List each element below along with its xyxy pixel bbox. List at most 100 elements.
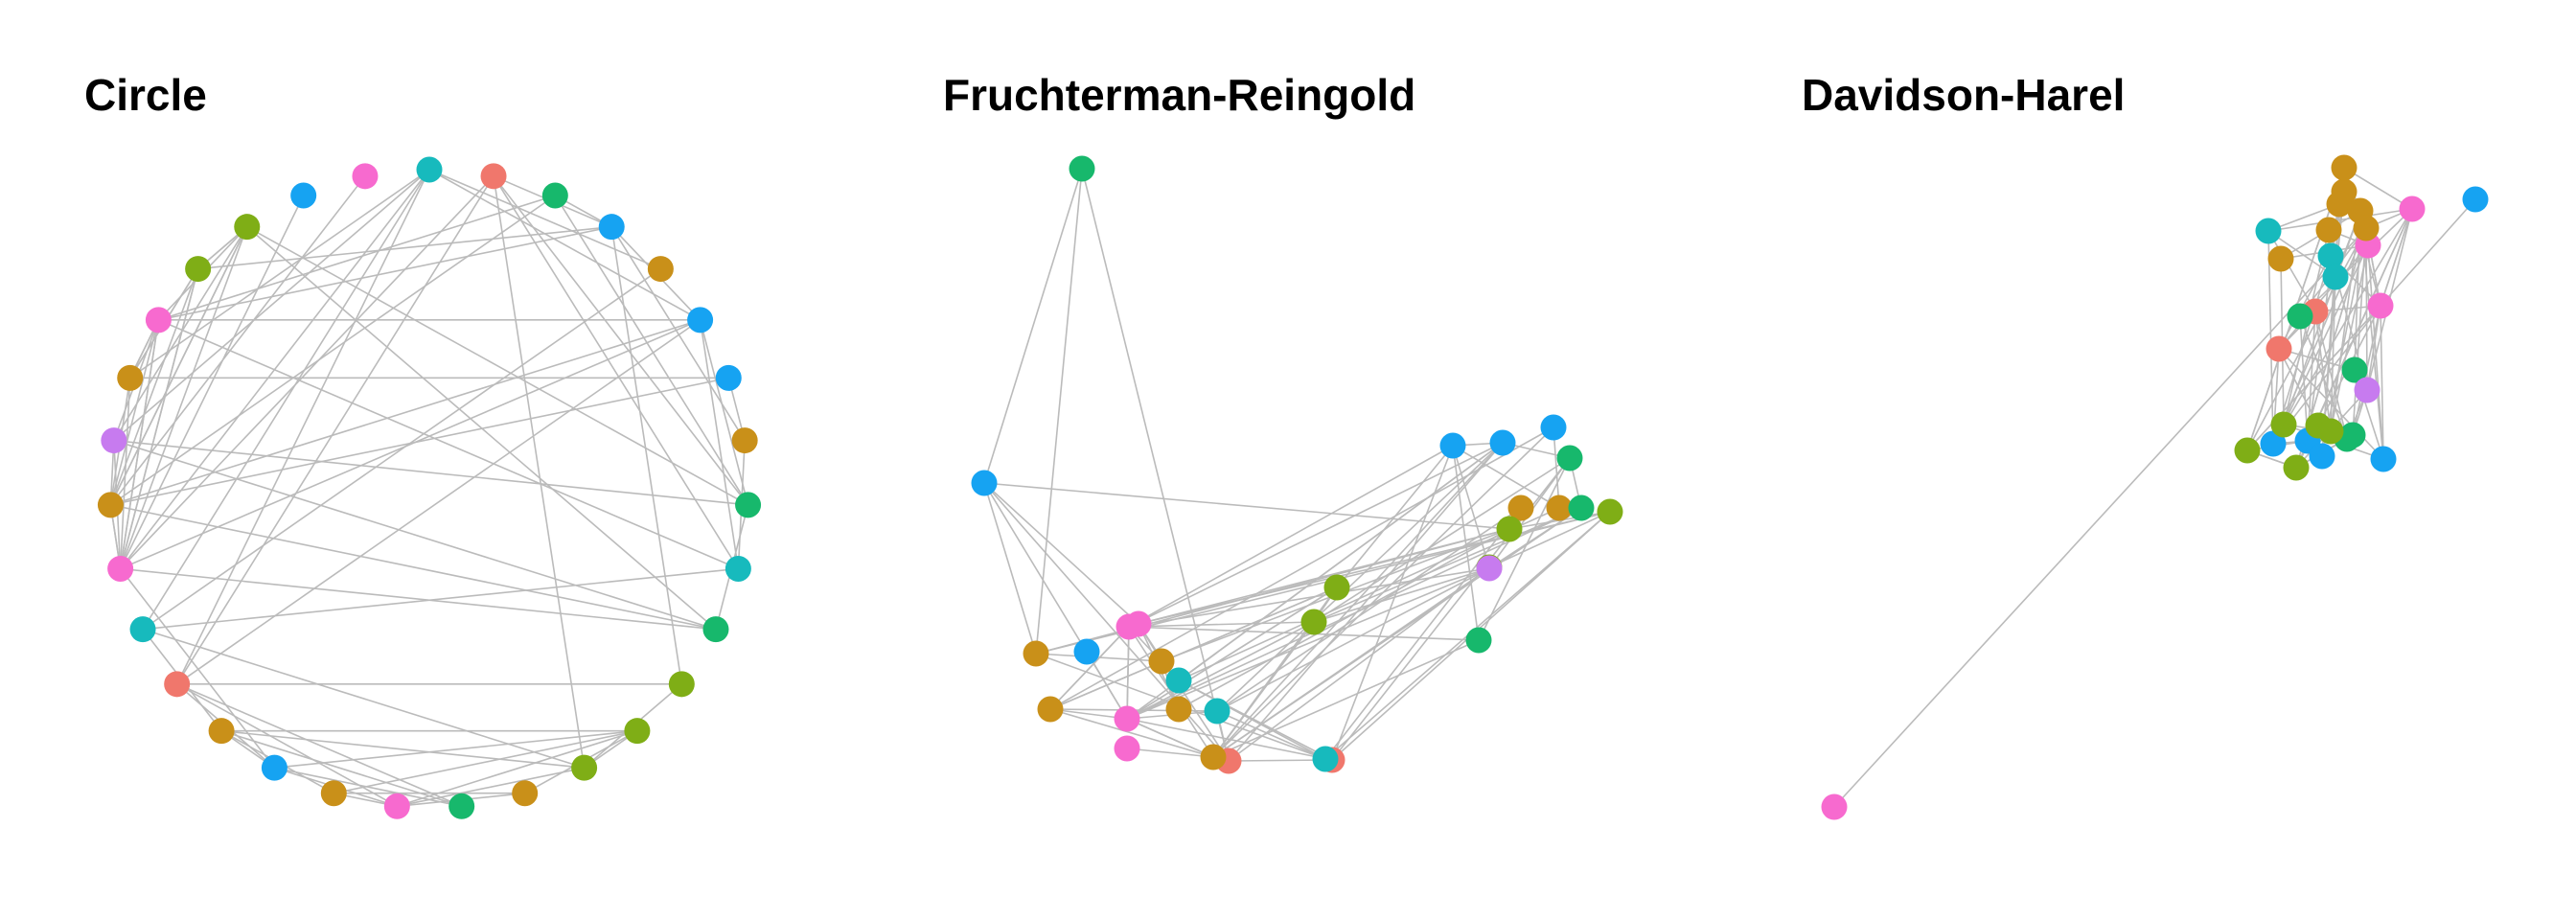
edge [113, 439, 717, 631]
node [1037, 696, 1064, 723]
node [1165, 696, 1192, 723]
node [1204, 698, 1230, 724]
edge [175, 175, 494, 685]
edge [109, 195, 556, 506]
panel-title-fruchterman-reingold: Fruchterman-Reingold [943, 70, 1416, 120]
panel-title-davidson-harel: Davidson-Harel [1802, 70, 2126, 120]
edge [2343, 167, 2413, 210]
node [234, 214, 261, 241]
node [1476, 555, 1503, 582]
node [1073, 638, 1100, 665]
panel-circle: Circle [0, 0, 859, 920]
node [164, 671, 191, 698]
edge [1126, 718, 1214, 758]
node [2260, 430, 2287, 457]
node [1465, 627, 1492, 654]
edge [1126, 586, 1338, 720]
edge [1049, 586, 1338, 710]
edge [158, 225, 612, 321]
node [2326, 191, 2353, 218]
edge [142, 567, 739, 631]
node [2367, 292, 2394, 319]
panel-fruchterman-reingold: Fruchterman-Reingold [859, 0, 1717, 920]
node [1496, 516, 1523, 542]
edge [334, 729, 638, 794]
node [1300, 609, 1327, 635]
edge [2278, 244, 2369, 350]
edge [142, 267, 661, 631]
edge [1313, 457, 1571, 623]
node [2331, 154, 2358, 181]
node [715, 364, 742, 391]
graph-davidson-harel [1821, 154, 2489, 820]
edge [1216, 507, 1522, 712]
edge [1324, 507, 1522, 760]
node [1148, 648, 1175, 675]
edge [2380, 208, 2413, 307]
node [2354, 377, 2380, 403]
edge [493, 175, 586, 769]
edge [109, 319, 160, 506]
edge [1313, 507, 1582, 623]
edge [1126, 442, 1504, 720]
edge [1049, 708, 1214, 758]
node [731, 427, 758, 454]
edge [1216, 442, 1504, 712]
graph-fruchterman-reingold [971, 155, 1623, 774]
edge [220, 729, 462, 808]
edge [1128, 442, 1504, 628]
edge [197, 225, 612, 270]
edge [129, 169, 430, 380]
edge [1128, 567, 1490, 628]
node [2234, 437, 2261, 464]
edge [2380, 198, 2476, 307]
edge [1086, 651, 1128, 720]
node [702, 616, 729, 643]
edge [2272, 227, 2367, 445]
edge [983, 482, 1230, 762]
edge [176, 683, 463, 808]
node [2353, 215, 2380, 242]
panel-davidson-harel: Davidson-Harel [1717, 0, 2576, 920]
edge [428, 169, 701, 321]
node [1069, 155, 1095, 182]
edge [493, 175, 749, 506]
edge [1126, 567, 1490, 720]
edge [274, 729, 637, 769]
node [1165, 667, 1192, 694]
edge [158, 319, 739, 570]
edge [109, 226, 248, 506]
node [687, 307, 714, 334]
node [2322, 264, 2349, 290]
node [735, 492, 762, 518]
edge [983, 168, 1083, 484]
node [2339, 422, 2366, 448]
edge [1552, 426, 1560, 509]
edge [983, 482, 1139, 625]
edge [1128, 626, 1214, 758]
node [724, 555, 751, 582]
edge [1178, 679, 1326, 760]
edge [2267, 230, 2274, 445]
node [101, 427, 127, 454]
edge [1126, 748, 1214, 758]
node [571, 754, 598, 781]
edge [142, 169, 430, 631]
edge [1216, 567, 1490, 712]
edge [2278, 255, 2332, 350]
graph-circle [97, 156, 762, 819]
edge [1228, 442, 1504, 762]
node [2399, 196, 2426, 222]
edge [119, 226, 248, 569]
edge [246, 226, 717, 631]
node [185, 256, 212, 283]
edge [113, 439, 748, 506]
node [1489, 429, 1516, 456]
node [2287, 303, 2313, 330]
node [1439, 432, 1466, 459]
node [1597, 498, 1623, 525]
node [208, 718, 235, 745]
node [416, 156, 443, 183]
edge [2299, 315, 2309, 442]
node [2283, 454, 2310, 481]
